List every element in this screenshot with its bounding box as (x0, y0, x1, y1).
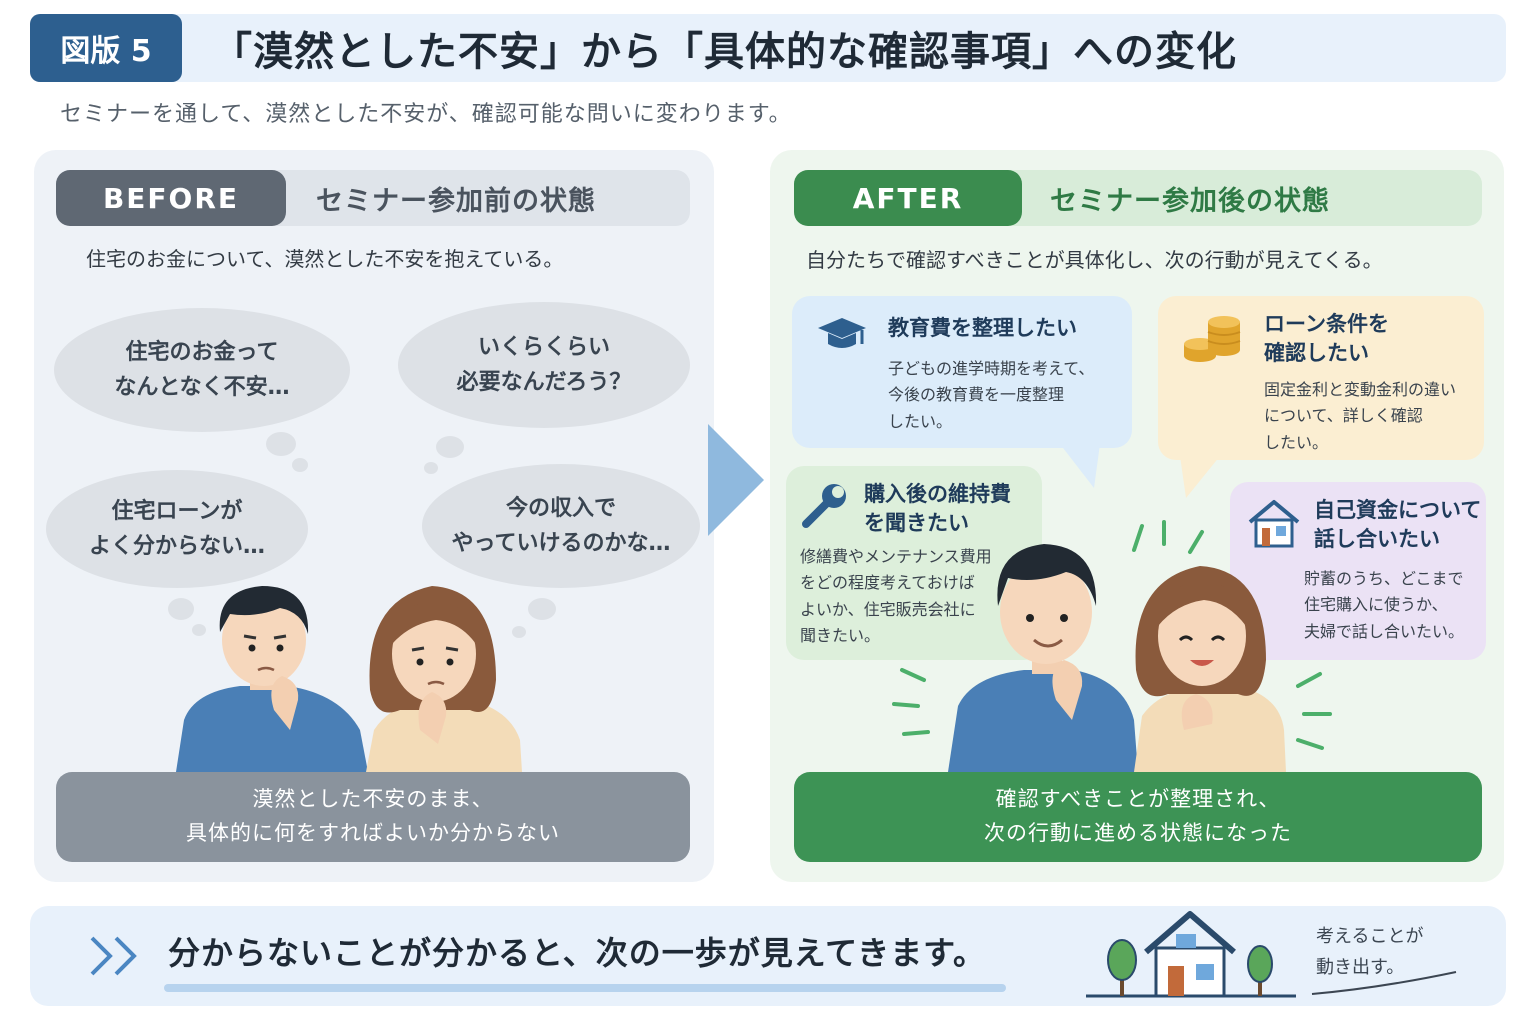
card-body-line: 子どもの進学時期を考えて、 (888, 359, 1095, 378)
thought-puff (292, 458, 308, 472)
own-funds-card (1230, 482, 1486, 660)
before-description: 住宅のお金について、漠然とした不安を抱えている。 (86, 247, 564, 271)
thought-puff (266, 432, 296, 456)
note-line: 考えることが (1316, 926, 1424, 947)
maintenance-card-body: 修繕費やメンテナンス費用 をどの程度考えておけば よいか、住宅販売会社に 聞きた… (800, 544, 992, 650)
thought-bubble: 住宅ローンがよく分からない… (46, 470, 308, 588)
thought-text: 必要なんだろう？ (456, 370, 632, 395)
wrench-icon (802, 484, 846, 528)
card-body-line: 固定金利と変動金利の違い (1264, 380, 1457, 399)
card-title-line: 確認したい (1264, 341, 1369, 366)
after-description: 自分たちで確認すべきことが具体化し、次の行動が見えてくる。 (806, 248, 1383, 272)
footer-underline (164, 984, 1006, 992)
maintenance-card-title: 購入後の維持費 を聞きたい (864, 480, 1011, 539)
loan-card-tail (1180, 456, 1220, 498)
footer-message: 分からないことが分かると、次の一歩が見えてきます。 (168, 934, 986, 972)
thought-bubble: 住宅のお金ってなんとなく不安… (54, 308, 350, 432)
card-body-line: したい。 (1264, 432, 1329, 452)
thought-puff (512, 626, 526, 638)
graduation-cap-icon (818, 318, 866, 348)
thought-puff (192, 624, 206, 636)
house-with-trees-icon (1086, 911, 1296, 998)
education-card-body: 子どもの進学時期を考えて、 今後の教育費を一度整理 したい。 (888, 356, 1094, 435)
before-heading: セミナー参加前の状態 (316, 185, 596, 217)
card-title-line: を聞きたい (864, 511, 969, 536)
header-bar (30, 14, 1506, 82)
after-result-text: 確認すべきことが整理され、 (995, 787, 1281, 812)
card-body-line: 夫婦で話し合いたい。 (1304, 621, 1465, 641)
thought-text: やっていけるのかな… (451, 531, 671, 556)
double-chevron-right-icon (90, 936, 137, 976)
thought-text: 今の収入で (505, 495, 616, 521)
hopeful-couple-illustration (892, 520, 1332, 772)
thought-text: よく分からない… (88, 534, 265, 559)
loan-card-body: 固定金利と変動金利の違い について、詳しく確認 したい。 (1264, 377, 1456, 456)
card-body-line: 今後の教育費を一度整理 (888, 385, 1065, 405)
card-title-line: 購入後の維持費 (864, 482, 1011, 506)
card-body-line: よいか、住宅販売会社に (800, 599, 976, 619)
card-title-line: 話し合いたい (1314, 527, 1440, 552)
thought-text: 住宅のお金って (125, 339, 279, 365)
thought-puff (436, 436, 464, 458)
after-result-box: 確認すべきことが整理され、 次の行動に進める状態になった (794, 772, 1482, 862)
before-result-text: 漠然とした不安のまま、 (252, 787, 494, 812)
page-title: 「漠然とした不安」から「具体的な確認事項」への変化 (212, 29, 1237, 75)
card-body-line: したい。 (888, 411, 953, 431)
education-card-tail (1060, 444, 1100, 488)
before-result-text: 具体的に何をすればよいか分からない (186, 821, 560, 845)
thought-text: なんとなく不安… (114, 375, 290, 400)
coins-icon (1184, 316, 1241, 362)
loan-card-title: ローン条件を 確認したい (1264, 310, 1389, 369)
card-body-line: 住宅購入に使うか、 (1304, 595, 1448, 615)
card-title-line: 自己資金について (1314, 498, 1482, 522)
page-subtitle: セミナーを通して、漠然とした不安が、確認可能な問いに変わります。 (60, 102, 792, 127)
education-card-title: 教育費を整理したい (888, 316, 1077, 340)
card-body-line: 修繕費やメンテナンス費用 (800, 547, 992, 566)
thought-text: いくらくらい (477, 334, 610, 360)
after-result-text: 次の行動に進める状態になった (984, 821, 1292, 845)
figure-badge: 図版 5 (30, 14, 182, 82)
note-underline-stroke (1311, 971, 1457, 995)
house-icon (1248, 500, 1300, 548)
card-body-line: について、詳しく確認 (1264, 406, 1423, 426)
card-title-line: ローン条件を (1264, 312, 1389, 336)
own-funds-card-body: 貯蓄のうち、どこまで 住宅購入に使うか、 夫婦で話し合いたい。 (1304, 566, 1464, 645)
card-body-line: 聞きたい。 (800, 626, 881, 646)
thought-puff (168, 598, 194, 620)
before-tag: BEFORE (56, 170, 286, 226)
worried-couple-illustration (176, 586, 522, 772)
after-heading: セミナー参加後の状態 (1050, 185, 1330, 217)
after-tag: AFTER (794, 170, 1022, 226)
note-line: 動き出す。 (1316, 956, 1405, 978)
thought-puff (424, 462, 438, 474)
thought-puff (528, 598, 556, 620)
before-result-box: 漠然とした不安のまま、 具体的に何をすればよいか分からない (56, 772, 690, 862)
thought-bubble: 今の収入でやっていけるのかな… (422, 464, 700, 588)
thought-bubble: いくらくらい必要なんだろう？ (398, 302, 690, 428)
thought-text: 住宅ローンが (111, 498, 243, 524)
transition-arrow-icon (708, 424, 764, 536)
card-body-line: 貯蓄のうち、どこまで (1304, 569, 1464, 588)
handwritten-note: 考えることが 動き出す。 (1316, 922, 1423, 983)
own-funds-card-title: 自己資金について 話し合いたい (1314, 496, 1481, 555)
card-body-line: をどの程度考えておけば (800, 573, 975, 593)
